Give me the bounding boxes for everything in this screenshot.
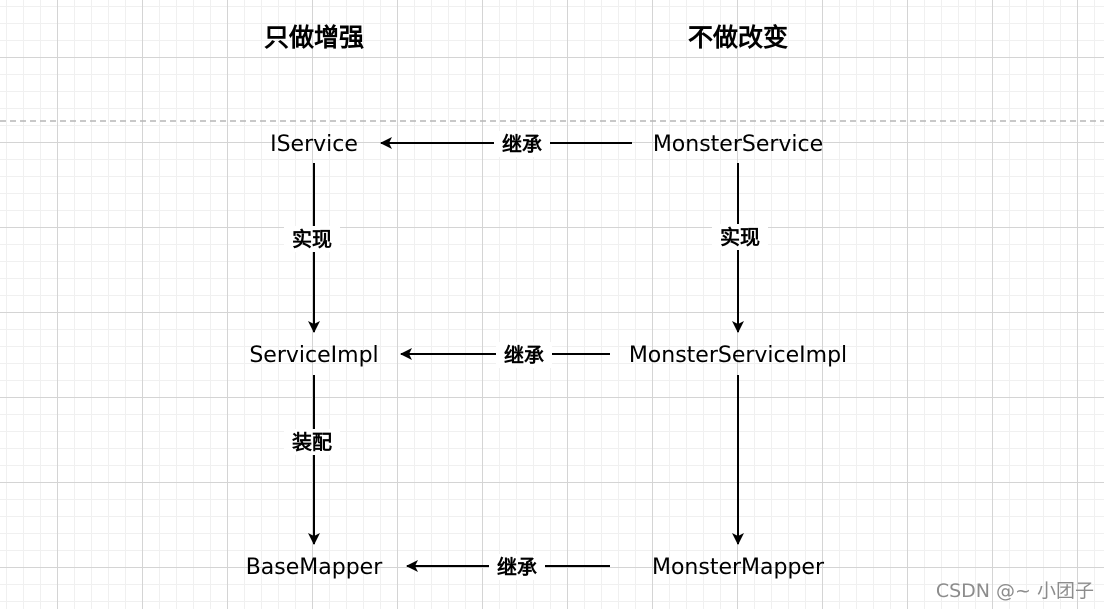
edge-monster-mapper-to-base-mapper: 继承: [406, 554, 610, 580]
heading-right: 不做改变: [688, 23, 788, 52]
watermark: CSDN @~ 小团子: [935, 580, 1094, 602]
node-iservice: IService: [270, 132, 358, 157]
edge-label-implement: 实现: [292, 227, 332, 251]
node-monster-service-impl: MonsterServiceImpl: [629, 343, 847, 368]
edge-monster-service-to-iservice: 继承: [380, 131, 632, 157]
node-base-mapper: BaseMapper: [246, 555, 383, 580]
edge-label-assemble: 装配: [291, 430, 332, 454]
edge-iservice-to-service-impl: 实现: [284, 163, 340, 333]
node-service-impl: ServiceImpl: [249, 343, 378, 368]
edge-label-inherit: 继承: [504, 343, 544, 367]
edge-label-inherit: 继承: [497, 555, 537, 579]
node-monster-mapper: MonsterMapper: [652, 555, 825, 580]
edge-label-inherit: 继承: [502, 132, 542, 156]
edge-service-impl-to-base-mapper: 装配: [284, 375, 340, 545]
node-monster-service: MonsterService: [653, 132, 823, 157]
heading-left: 只做增强: [264, 23, 364, 52]
edge-label-implement: 实现: [720, 225, 760, 249]
edge-monster-service-impl-to-service-impl: 继承: [400, 342, 610, 368]
edge-monster-service-to-monster-service-impl: 实现: [712, 163, 768, 333]
